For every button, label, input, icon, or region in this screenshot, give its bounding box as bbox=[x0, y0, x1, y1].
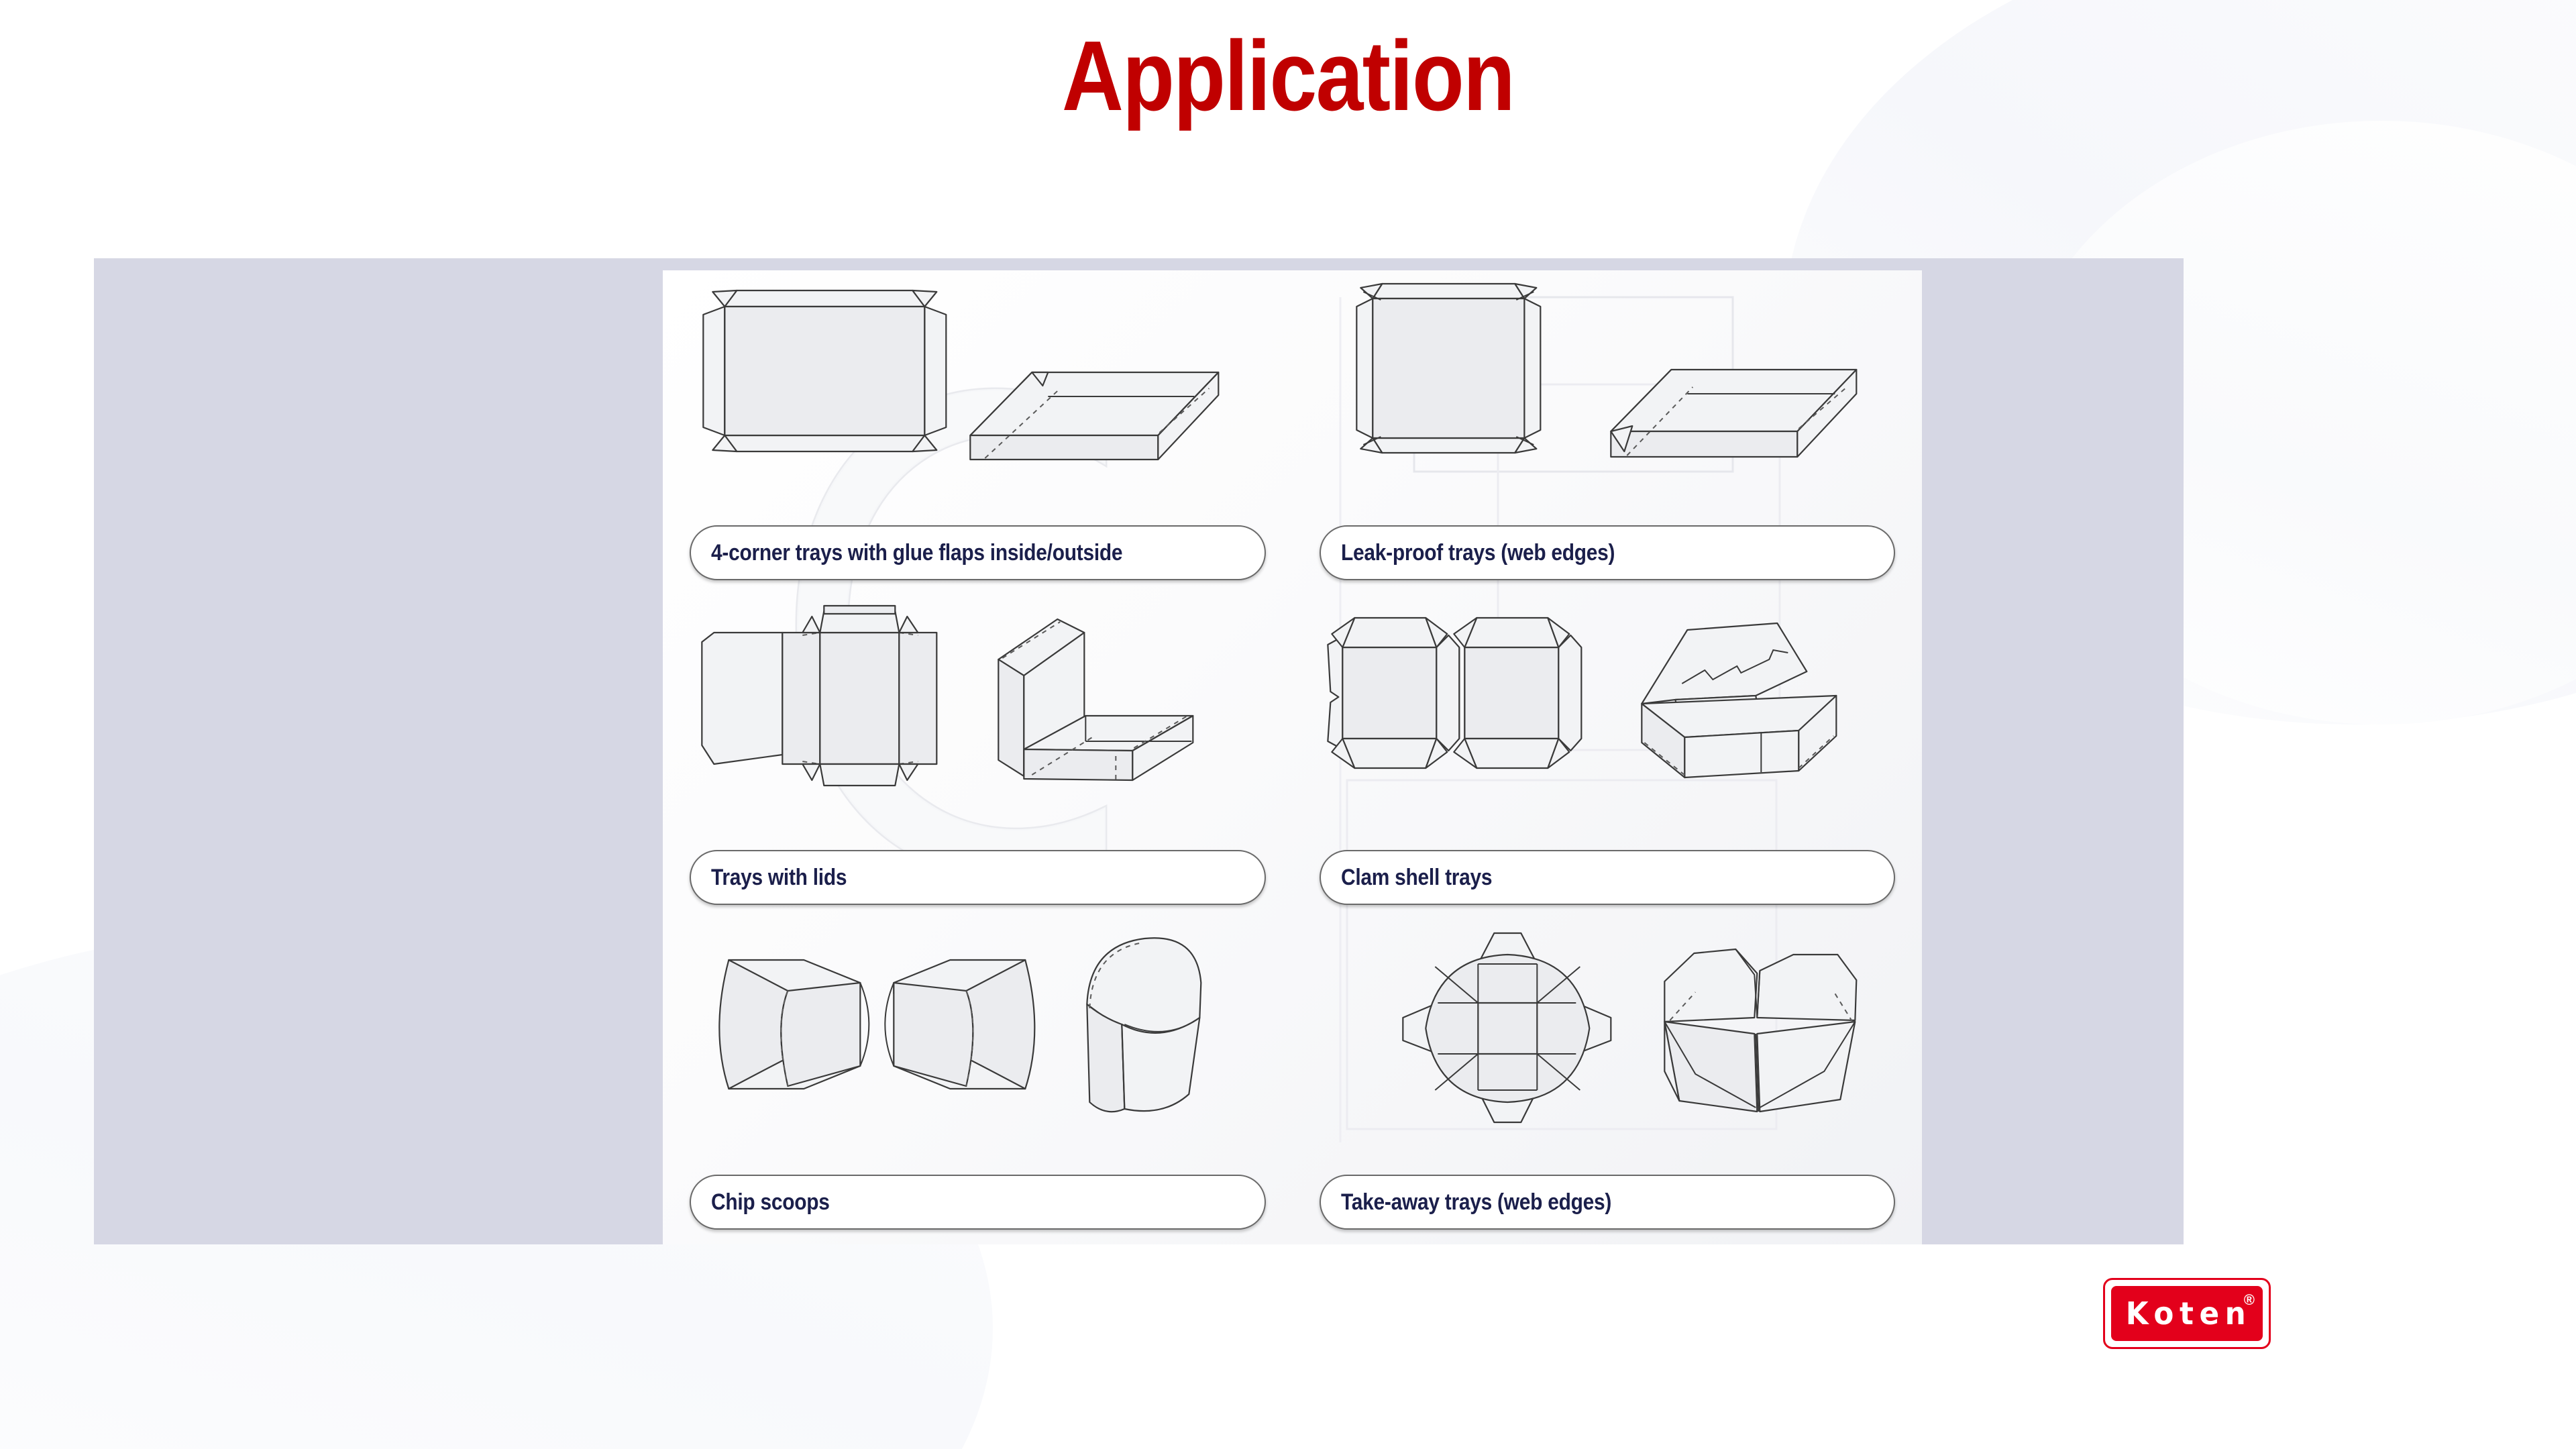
leak-proof-trays-illustration bbox=[1311, 277, 1878, 478]
registered-trademark-icon: ® bbox=[2243, 1291, 2255, 1308]
label-pill-leak-proof-trays: Leak-proof trays (web edges) bbox=[1319, 525, 1895, 580]
catalog-item-chip-scoops[interactable]: Chip scoops bbox=[663, 920, 1293, 1244]
four-corner-trays-illustration bbox=[682, 277, 1248, 478]
catalog-item-clam-shell-trays[interactable]: Clam shell trays bbox=[1293, 595, 1923, 920]
trays-with-lids-illustration bbox=[682, 602, 1248, 803]
catalog-item-label: Trays with lids bbox=[711, 864, 847, 890]
catalog-item-leak-proof-trays[interactable]: Leak-proof trays (web edges) bbox=[1293, 270, 1923, 595]
catalog-item-label: Leak-proof trays (web edges) bbox=[1340, 539, 1615, 566]
koten-logo-plate: Koten ® bbox=[2111, 1286, 2263, 1341]
catalog-item-label: 4-corner trays with glue flaps inside/ou… bbox=[711, 539, 1123, 566]
page-title: Application bbox=[1061, 21, 1515, 131]
label-pill-take-away-trays: Take-away trays (web edges) bbox=[1319, 1175, 1895, 1230]
label-pill-trays-with-lids: Trays with lids bbox=[690, 850, 1266, 905]
catalog-item-take-away-trays[interactable]: Take-away trays (web edges) bbox=[1293, 920, 1923, 1244]
catalog-grid: 4-corner trays with glue flaps inside/ou… bbox=[663, 270, 1922, 1244]
catalog-item-four-corner-trays[interactable]: 4-corner trays with glue flaps inside/ou… bbox=[663, 270, 1293, 595]
label-pill-chip-scoops: Chip scoops bbox=[690, 1175, 1266, 1230]
catalog-item-label: Chip scoops bbox=[711, 1189, 830, 1215]
take-away-trays-illustration bbox=[1311, 926, 1878, 1128]
catalog-item-trays-with-lids[interactable]: Trays with lids bbox=[663, 595, 1293, 920]
catalog-item-label: Clam shell trays bbox=[1340, 864, 1493, 890]
clam-shell-trays-illustration bbox=[1311, 602, 1878, 803]
catalog-item-label: Take-away trays (web edges) bbox=[1340, 1189, 1611, 1215]
koten-logo-text: Koten bbox=[2126, 1295, 2252, 1332]
chip-scoops-illustration bbox=[682, 926, 1248, 1128]
label-pill-clam-shell-trays: Clam shell trays bbox=[1319, 850, 1895, 905]
packaging-catalog-panel: 4-corner trays with glue flaps inside/ou… bbox=[663, 270, 1922, 1244]
label-pill-four-corner-trays: 4-corner trays with glue flaps inside/ou… bbox=[690, 525, 1266, 580]
koten-logo[interactable]: Koten ® bbox=[2103, 1278, 2271, 1349]
